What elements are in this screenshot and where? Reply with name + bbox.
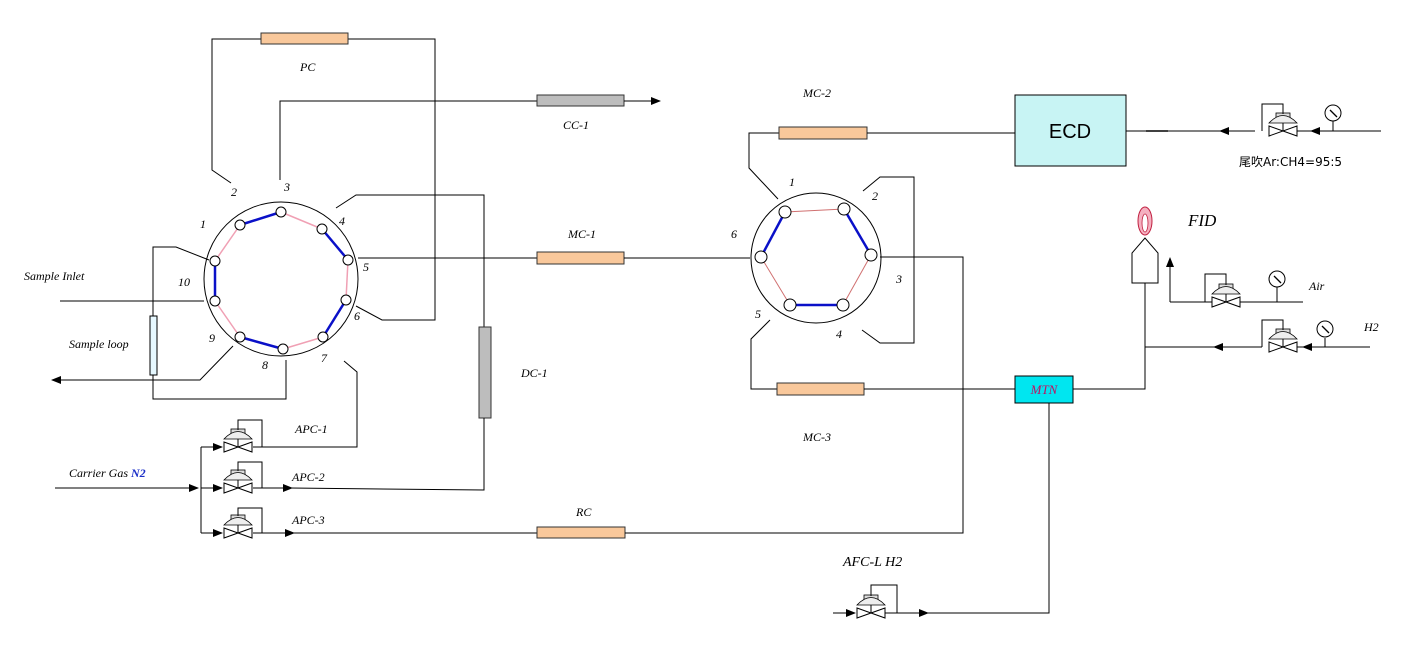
v6-port-1	[778, 205, 792, 219]
mtn-to-fid-line	[1073, 283, 1146, 390]
pc-label: PC	[299, 60, 316, 74]
v6-port-2	[837, 202, 851, 216]
dc1-label: DC-1	[520, 366, 548, 380]
pc-column[interactable]	[260, 32, 349, 45]
afc-to-mtn-line	[928, 403, 1050, 614]
rc-column[interactable]	[536, 526, 626, 539]
v6-port-5	[783, 298, 797, 312]
v6-num: 5	[755, 307, 761, 321]
v10-port-6	[340, 294, 352, 306]
carrier-gas-label: Carrier Gas N2	[69, 466, 146, 480]
tail-purge-label: 尾吹Ar:CH4=95:5	[1239, 155, 1342, 169]
cc1-label: CC-1	[563, 118, 589, 132]
v10-port-7	[317, 331, 329, 343]
mtn-label: MTN	[1030, 382, 1059, 397]
makeup-gauge-icon	[1324, 104, 1342, 122]
mc3-label: MC-3	[802, 430, 831, 444]
v10-num: 3	[283, 180, 290, 194]
v6-loop	[861, 176, 915, 344]
sample-inlet-label: Sample Inlet	[24, 269, 85, 283]
n2-label: N2	[130, 466, 146, 480]
apc1-line	[253, 360, 358, 448]
loop-top-line	[152, 246, 210, 316]
mc2-left-line	[748, 132, 779, 200]
dc1-bottom-line	[289, 418, 485, 491]
mc3-column[interactable]	[776, 382, 865, 396]
rc-label: RC	[575, 505, 592, 519]
v10-num: 2	[231, 185, 237, 199]
v10-num: 8	[262, 358, 268, 372]
h2-valve[interactable]	[1261, 319, 1298, 353]
v10-num: 6	[354, 309, 360, 323]
dc1-top-line	[335, 194, 485, 327]
sample-vent-arrow	[51, 345, 234, 384]
sample-loop-label: Sample loop	[69, 337, 129, 351]
v10-num: 10	[178, 275, 190, 289]
apc3-label: APC-3	[291, 513, 325, 527]
v10-num: 7	[321, 351, 328, 365]
v6-port-4	[836, 298, 850, 312]
loop-bottom-line	[152, 360, 287, 400]
afc-valve[interactable]	[856, 584, 898, 619]
v10-port-2	[209, 255, 221, 267]
v6-num: 6	[731, 227, 737, 241]
h2-gauge-icon	[1316, 320, 1334, 338]
v10-port-8	[277, 343, 289, 355]
v6-num: 3	[895, 272, 902, 286]
mc1-column[interactable]	[536, 251, 625, 265]
apc1-label: APC-1	[294, 422, 328, 436]
fid-label: FID	[1187, 211, 1217, 230]
apc2-label: APC-2	[291, 470, 325, 484]
cc1-line	[279, 100, 537, 180]
air-valve[interactable]	[1204, 273, 1241, 308]
v10-port-10	[209, 295, 221, 307]
valve-10-port[interactable]: 1 2 3 4 5 6 7 8 9 10	[178, 180, 369, 372]
air-label: Air	[1308, 279, 1325, 293]
v6-port-3	[864, 248, 878, 262]
pc-line	[211, 38, 436, 321]
valve-6-port[interactable]: 1 2 3 4 5 6	[731, 175, 902, 341]
cc1-column[interactable]	[536, 94, 625, 107]
apc3-valve[interactable]	[223, 507, 263, 539]
mc3-left-line	[750, 319, 777, 390]
v10-num: 5	[363, 260, 369, 274]
ecd-detector[interactable]	[1014, 94, 1127, 167]
h2-label: H2	[1363, 320, 1379, 334]
mc1-label: MC-1	[567, 227, 596, 241]
fid-detector[interactable]	[1131, 206, 1159, 284]
v6-port-6	[754, 250, 768, 264]
dc1-column[interactable]	[478, 326, 492, 419]
v10-num: 1	[200, 217, 206, 231]
v6-num: 1	[789, 175, 795, 189]
mc2-column[interactable]	[778, 126, 868, 140]
v10-port-4	[316, 223, 328, 235]
v10-port-1	[234, 219, 246, 231]
makeup-valve[interactable]	[1261, 103, 1298, 137]
v10-port-3	[275, 206, 287, 218]
v10-port-9	[234, 331, 246, 343]
v6-num: 4	[836, 327, 842, 341]
apc1-valve[interactable]	[223, 419, 263, 453]
mc2-label: MC-2	[802, 86, 831, 100]
rc-line	[625, 256, 964, 534]
afc-label: AFC-L H2	[842, 555, 902, 570]
v10-port-5	[342, 254, 354, 266]
apc2-valve[interactable]	[223, 461, 263, 494]
v10-num: 4	[339, 214, 345, 228]
sample-loop[interactable]	[149, 315, 158, 376]
v10-num: 9	[209, 331, 215, 345]
ecd-label: ECD	[1049, 121, 1091, 143]
air-gauge-icon	[1268, 270, 1286, 288]
v6-num: 2	[872, 189, 878, 203]
